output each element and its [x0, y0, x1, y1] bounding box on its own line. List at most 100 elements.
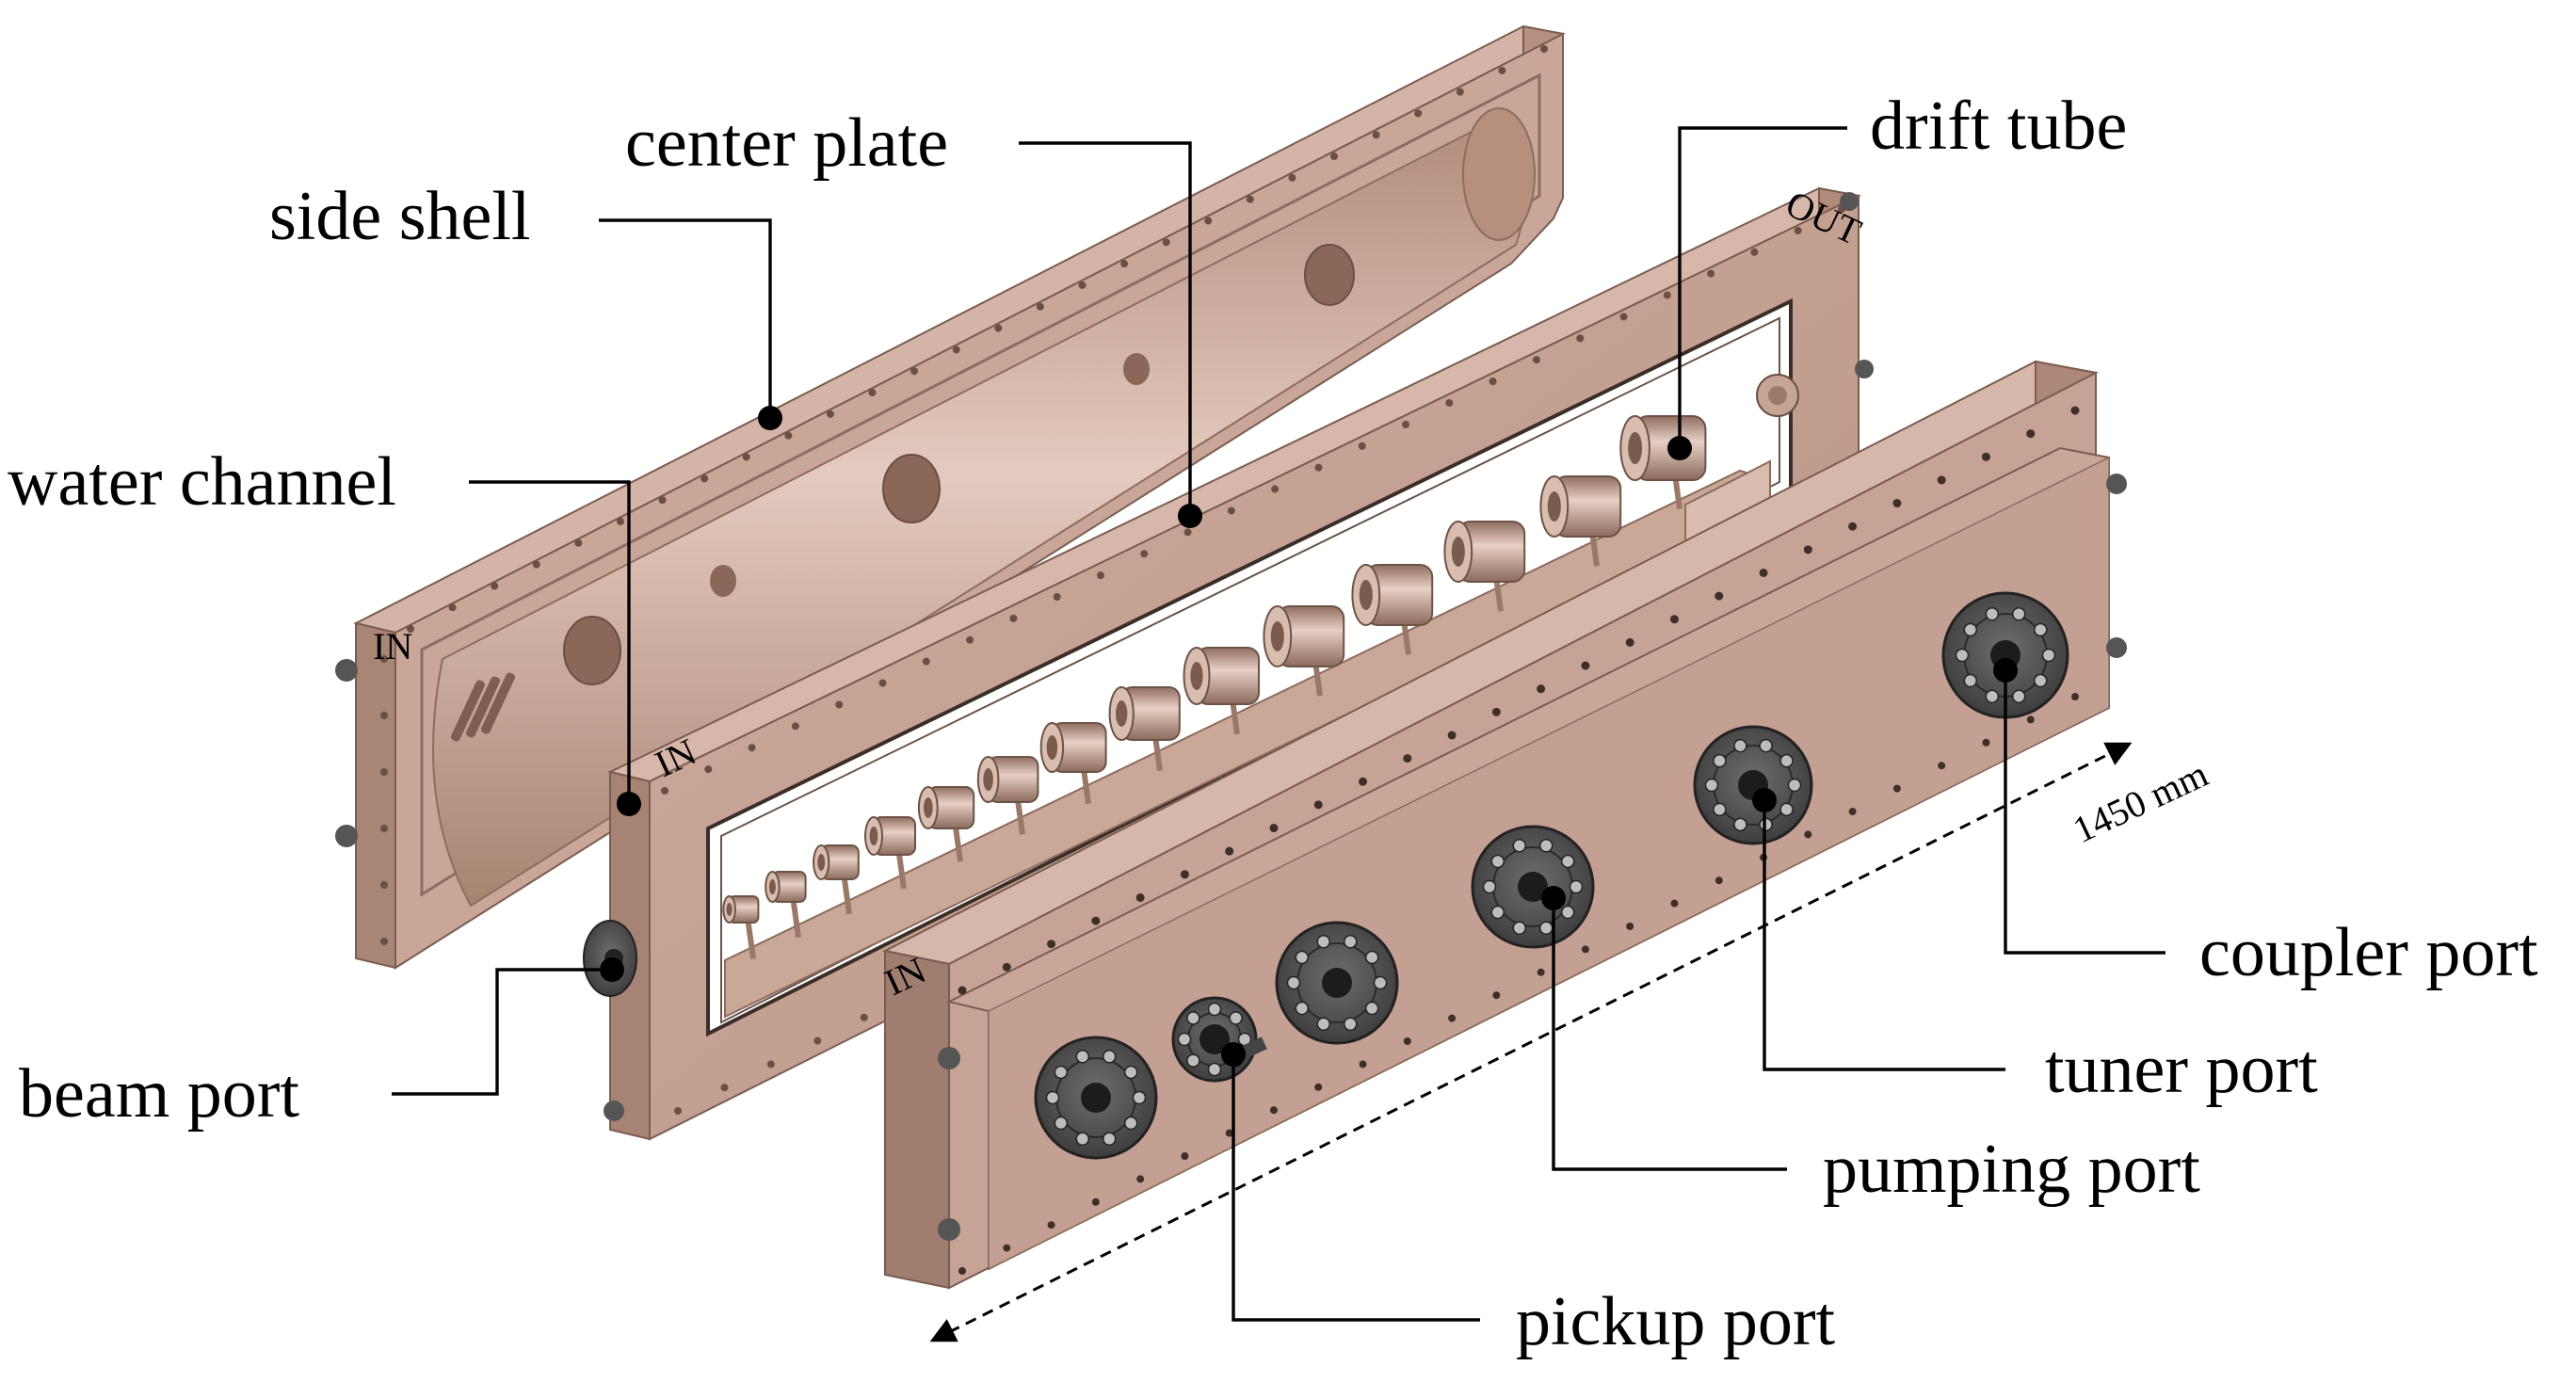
flange-bolt: [1102, 1050, 1117, 1064]
bolt-hole: [1269, 824, 1279, 833]
pumping-port-flange: [1471, 825, 1595, 949]
bolt-hole: [1938, 762, 1946, 770]
bolt-hole: [1669, 615, 1679, 624]
flange-bolt: [1759, 738, 1773, 753]
flange-bolt: [1229, 1011, 1243, 1025]
bolt-hole: [1091, 916, 1101, 925]
shell-studs: [335, 659, 358, 847]
coupler-port-dot: [1993, 658, 2018, 683]
bolt-hole: [1804, 830, 1812, 839]
bolt-hole: [1937, 475, 1946, 485]
bolt-hole: [1414, 109, 1423, 118]
bolt-hole: [1581, 945, 1589, 954]
water-channel-leader: [469, 480, 631, 804]
water-channel-label: water channel: [8, 443, 396, 521]
bolt-hole: [1003, 1244, 1011, 1252]
bolt-hole: [1715, 591, 1724, 601]
bolt-hole: [1047, 940, 1056, 949]
bolt-hole: [1670, 899, 1679, 908]
bolt-hole: [1492, 991, 1501, 1000]
bolt-hole: [2026, 715, 2035, 724]
bolt-hole: [491, 582, 499, 590]
bolt-hole: [532, 560, 540, 569]
bolt-hole: [700, 474, 709, 483]
flange-bolt: [1054, 1065, 1069, 1080]
bolt-hole: [1625, 637, 1634, 647]
bolt-hole: [1313, 800, 1323, 810]
flange-bolt: [1123, 1116, 1138, 1131]
bolt-hole: [720, 1084, 729, 1092]
flange-bolt: [1713, 802, 1727, 817]
coupler-port-leader: [2004, 670, 2165, 955]
lower-port-flange: [1034, 1036, 1158, 1160]
bolt-hole: [1246, 195, 1254, 203]
bolt-hole: [448, 603, 457, 612]
bolt-hole: [1848, 522, 1858, 531]
bolt-hole: [1288, 173, 1296, 182]
bolt-hole: [1848, 808, 1857, 815]
bolt-hole: [1715, 876, 1723, 885]
bolt-hole: [1540, 45, 1548, 53]
bolt-hole: [958, 1267, 966, 1275]
flange-center: [1322, 968, 1352, 998]
flange-bolt: [1316, 935, 1331, 949]
bolt-hole: [784, 431, 793, 440]
bolt-hole: [380, 881, 388, 889]
flange-bolt: [1955, 648, 1970, 663]
bolt-hole: [1981, 452, 1990, 461]
bolt-hole: [1359, 1060, 1367, 1069]
tuner-port-dot: [1752, 788, 1777, 812]
flange-bolt: [1132, 1090, 1147, 1105]
bolt-hole: [1707, 269, 1715, 278]
bolt-hole: [1183, 528, 1192, 537]
bolt-hole: [860, 1013, 868, 1021]
bolt-hole: [1372, 131, 1380, 139]
flange-bolt: [1560, 905, 1575, 920]
flange-bolt: [1207, 1062, 1222, 1077]
bolt-hole: [1456, 88, 1464, 96]
flange-bolt: [1102, 1132, 1117, 1146]
drift-tube: [1263, 605, 1345, 697]
bolt-hole: [1537, 968, 1545, 976]
flange-bolt: [1779, 802, 1794, 817]
center-plate-dot: [1178, 504, 1202, 528]
flange-bolt: [1286, 975, 1301, 990]
bolt-hole: [922, 657, 930, 666]
bolt-hole: [1445, 399, 1454, 407]
bolt-hole: [1537, 684, 1546, 694]
bolt-hole: [1036, 302, 1044, 311]
flange-bolt: [1733, 738, 1747, 753]
dimension-arrow: [929, 742, 2133, 1342]
drift-tube-dot: [1667, 436, 1692, 460]
bolt-hole: [1358, 442, 1366, 450]
bolt-hole: [1447, 731, 1457, 740]
drift-tube: [1539, 475, 1622, 567]
flange-bolt: [2011, 607, 2026, 621]
drift-tube: [1183, 647, 1260, 735]
pumping-port-leader: [1552, 898, 1787, 1171]
flange-bolt: [1207, 1002, 1222, 1017]
bolt-hole: [1982, 738, 1990, 747]
flange-bolt: [1364, 1001, 1379, 1016]
bolt-hole: [1663, 291, 1671, 299]
flange-bolt: [1733, 817, 1747, 832]
center-plate-label: center plate: [625, 104, 948, 182]
tuner-port-label: tuner port: [2045, 1031, 2318, 1108]
bolt-hole: [826, 410, 834, 418]
bolt-hole: [910, 367, 919, 376]
flange-bolt: [1569, 879, 1584, 894]
pumping-port-label: pumping port: [1823, 1131, 2200, 1208]
flange-bolt: [1373, 975, 1388, 990]
tuner-port-leader: [1763, 800, 2005, 1071]
beam-port-leader: [392, 968, 603, 1096]
blank-port-flange: [1275, 921, 1399, 1045]
center-plate-leader: [1019, 141, 1192, 516]
bolt-hole: [813, 1036, 822, 1045]
bolt-hole: [1135, 892, 1145, 902]
bolt-hole: [1078, 281, 1087, 289]
bolt-hole: [616, 517, 624, 525]
bolt-hole: [1269, 1106, 1278, 1115]
bolt-hole: [1403, 1037, 1411, 1045]
bolt-hole: [574, 538, 583, 547]
